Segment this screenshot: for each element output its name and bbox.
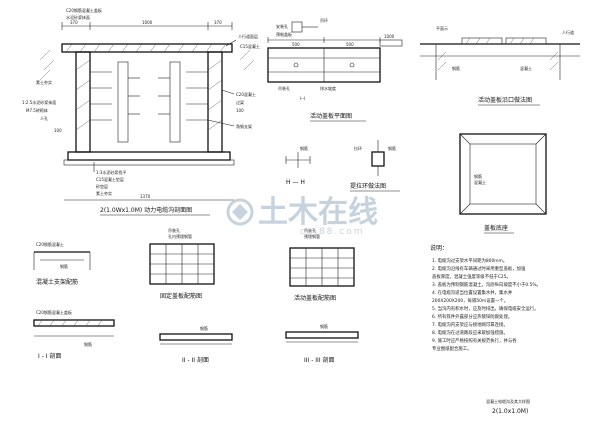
label-manhole: 人孔 [40,115,48,121]
section-1-1-title: I - I 剖面 [38,352,61,360]
sec1-label-1: C20钢筋混凝土盖板 [36,309,72,315]
label-mortar-top: 水泥砂浆抹面 [66,14,90,20]
plan-label-lift: 吊装孔 [278,85,290,91]
watermark: 土木在线 coi88.com [226,195,378,237]
support-label-2: 钢筋 [60,263,68,269]
edge-label-walk: 人行道 [562,29,574,35]
plan-dim-2: 500 [346,42,354,47]
dim-top-2: 1000 [142,20,153,25]
drawing-subtitle: 2(1.0x1.0M) [492,408,528,415]
sec1-label-2: 钢筋 [84,341,92,347]
note-item: 200X200X200，每隔50m设置一个。 [432,297,508,304]
sec3-label-1: 钢筋 [320,323,328,329]
note-item: 5. 当沟内有积水时，应及时排出，确保电缆安全运行。 [432,305,539,312]
movable-label-2: 预埋钢管 [304,233,320,239]
edge-label-concrete: 混凝土 [520,65,532,71]
base-detail-title: 盖板底座 [484,224,508,232]
plan-label-hole: 安装孔 [276,23,288,29]
ring-detail-title: 提拉环做法图 [350,182,386,190]
label-mortar-left: 1:2.5水泥砂浆抹面 [22,99,56,105]
watermark-sub: coi88.com [300,227,365,237]
drawing-caption: 混凝土电缆沟及其大样图 [486,398,530,404]
note-item: 盖板厚度，混凝土强度等级不低于C25。 [432,273,511,280]
movable-label-1: 吊装孔 [304,227,316,233]
plan-dim-total: 1000 [384,34,395,39]
plan-dim-1: 500 [292,42,300,47]
section-hh-title: H — H [286,179,305,186]
label-c20: C20混凝土 [236,91,256,97]
fixed-label-1: 吊装孔 [168,227,180,233]
label-soil: 素土夯实 [36,79,52,85]
section-3-3-title: III - III 剖面 [304,356,335,364]
section-hh: 钢筋 H — H [285,145,311,186]
label-cover-slab: C20钢筋混凝土盖板 [66,7,102,13]
support-rebar-detail: C20钢筋混凝土 钢筋 混凝土支架配筋 [33,241,91,286]
cover-plan-view: 预制盖板 吊环 安装孔 吊装孔 排水坡度 500 500 I--I 1000 活… [267,18,403,122]
plan-view-title: 活动盖板平面图 [310,112,352,120]
note-item: 8. 电缆沟在过道路段应采取加强措施。 [432,329,508,336]
note-item: 4. 在电缆沟适当位置设置集水井，集水井 [432,289,513,296]
note-item: 2. 电缆沟沿线有车辆通过时采用重型盖板，加强 [432,265,526,272]
movable-detail-title: 活动盖板配筋图 [294,294,336,302]
plan-label-slope: 排水坡度 [320,85,336,91]
section-hh-label: 钢筋 [300,145,308,151]
section-2-2-title: II - II 剖面 [182,356,209,364]
main-cable-trench-section: 370 1000 370 C20钢筋混凝土盖板 水泥砂浆抹面 人行道面层 C15… [22,7,260,216]
edge-detail-view: 平面示 人行道 钢筋 混凝土 活动盖板沿口做法图 [420,26,580,106]
sec2-label-1: 钢筋 [200,325,208,331]
plan-label-slab: 预制盖板 [276,31,292,37]
label-brick: M7.5砖砌体 [26,107,48,113]
label-sand: 砂垫层 [96,183,108,189]
label-lintel: 过梁 [236,99,244,105]
base-label-1: 钢筋 [474,173,482,179]
fixed-label-2: 孔内预埋钢管 [168,233,192,239]
note-item: 1. 电缆沟过支架水平间距为800mm。 [432,257,507,264]
fixed-cover-rebar-detail: 吊装孔 孔内预埋钢管 固定盖板配筋图 [149,227,215,300]
base-label-2: 混凝土 [474,179,486,185]
edge-label-plan: 平面示 [436,26,448,31]
note-item: 专业图纸配合施工。 [432,345,472,352]
label-walkway: 人行道面层 [238,33,258,39]
fixed-detail-title: 固定盖板配筋图 [160,292,202,300]
dim-top-3: 370 [214,20,222,25]
note-item: 9. 施工时应严格按照有关规范执行，并与各 [432,337,517,344]
edge-label-rebar: 钢筋 [452,65,460,71]
plan-section-mark: I--I [300,96,305,101]
label-rack: 角钢支架 [236,123,252,129]
note-item: 7. 电缆沟内支架应与接地网可靠连接。 [432,321,508,328]
label-c15-top: C15混凝土 [240,43,260,49]
section-2-2: 钢筋 II - II 剖面 [159,325,233,364]
design-notes: 说明： 1. 电缆沟过支架水平间距为800mm。 2. 电缆沟沿线有车辆通过时采… [430,244,541,352]
dim-bottom-total: 1370 [140,194,151,199]
lifting-ring-detail: 拉环 钢筋 提拉环做法图 [350,140,400,192]
support-detail-title: 混凝土支架配筋 [36,278,78,286]
plan-label-ring: 吊环 [320,18,328,23]
label-100-mid: 100 [236,108,244,113]
movable-cover-rebar-detail: 吊装孔 预埋钢管 活动盖板配筋图 [289,227,355,302]
note-item: 6. 所有铁件外露部分应热镀锌防腐处理。 [432,313,512,320]
watermark-logo-icon [226,198,254,226]
notes-heading: 说明： [430,244,448,252]
note-item: 3. 盖板为预制钢筋混凝土，沟底纵向坡度不小于0.5%。 [432,281,541,288]
cover-base-detail: 钢筋 混凝土 盖板底座 [459,133,547,234]
label-soil-base: 素土夯实 [96,190,112,196]
watermark-main: 土木在线 [258,195,378,230]
dim-top-1: 370 [70,20,78,25]
ring-label-2: 钢筋 [388,145,396,151]
label-c15-base: C15混凝土垫层 [96,176,124,182]
label-100-left: 100 [54,128,62,133]
support-label-1: C20钢筋混凝土 [36,241,64,247]
main-section-title: 2(1.0Wx1.0M) 动力电缆沟剖面图 [100,206,192,214]
edge-detail-title: 活动盖板沿口做法图 [478,96,532,104]
ring-label-1: 拉环 [354,145,362,151]
section-1-1: C20钢筋混凝土盖板 钢筋 I - I 剖面 [33,309,115,360]
label-screed: 1:3水泥砂浆找平 [96,169,126,175]
section-3-3: 钢筋 III - III 剖面 [285,323,359,364]
